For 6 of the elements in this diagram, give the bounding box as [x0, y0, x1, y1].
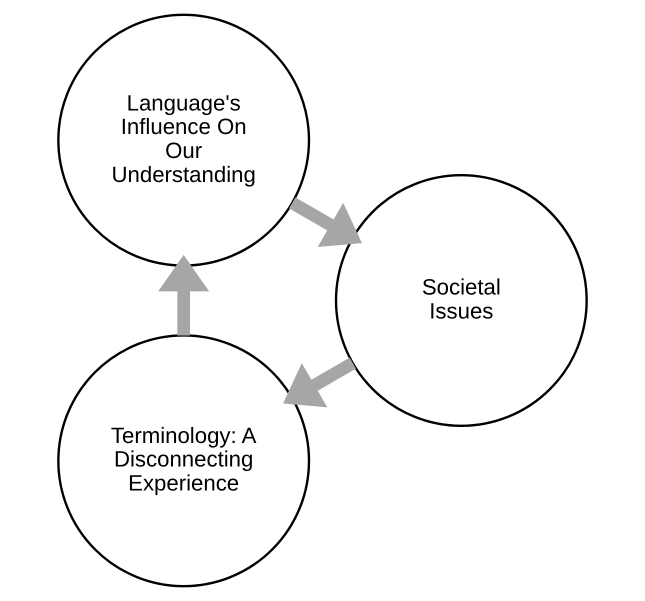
arrow — [158, 254, 210, 336]
arrow — [289, 197, 362, 248]
node-circle: Societal Issues — [334, 174, 588, 427]
node-circle: Language's Influence On Our Understanding — [57, 14, 310, 267]
node-circle: Terminology: A Disconnecting Experience — [57, 334, 310, 588]
arrow — [283, 358, 356, 408]
